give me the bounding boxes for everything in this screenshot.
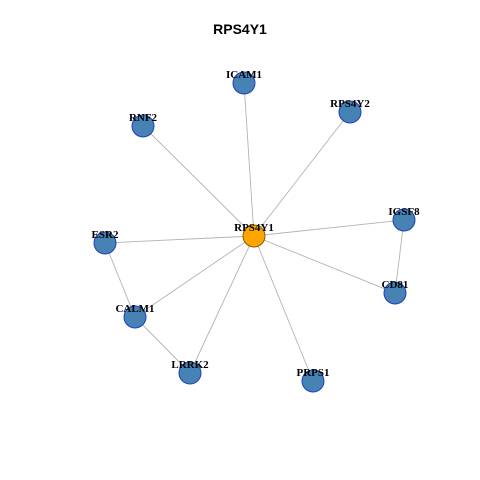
edge-rps4y1-calm1 (134, 235, 255, 318)
edge-rps4y1-igsf8 (253, 219, 405, 237)
edge-calm1-lrrk2 (134, 316, 191, 374)
node-circle (242, 224, 266, 248)
node-circle (232, 71, 256, 95)
node-label: RPS4Y2 (330, 98, 370, 110)
node-icam1: ICAM1 (226, 69, 262, 95)
edge-rps4y1-cd81 (253, 235, 396, 294)
node-cd81: CD81 (382, 279, 409, 305)
node-label: CD81 (382, 279, 409, 291)
node-circle (123, 305, 147, 329)
edge-rps4y1-rps4y2 (253, 111, 351, 237)
node-circle (392, 208, 416, 232)
node-rps4y1: RPS4Y1 (234, 222, 274, 248)
node-calm1: CALM1 (115, 303, 155, 329)
node-layer: RPS4Y1 ICAM1RPS4Y2RNF2IGSF8ESR2CD81CALM1L… (92, 69, 420, 393)
edge-rps4y1-prps1 (253, 235, 314, 382)
edge-layer (104, 82, 405, 382)
node-rps4y2: RPS4Y2 (330, 98, 370, 124)
edge-igsf8-cd81 (394, 219, 405, 294)
node-label: RPS4Y1 (234, 222, 274, 234)
node-esr2: ESR2 (92, 229, 119, 255)
node-label: PRPS1 (297, 367, 330, 379)
node-circle (93, 231, 117, 255)
node-label: ICAM1 (226, 69, 262, 81)
node-rnf2: RNF2 (129, 112, 158, 138)
node-label: IGSF8 (388, 206, 420, 218)
node-circle (301, 369, 325, 393)
edge-rps4y1-lrrk2 (189, 235, 255, 374)
node-igsf8: IGSF8 (388, 206, 420, 232)
node-circle (338, 100, 362, 124)
node-label: ESR2 (92, 229, 119, 241)
node-lrrk2: LRRK2 (171, 359, 209, 385)
edge-rps4y1-icam1 (243, 82, 255, 237)
node-label: RNF2 (129, 112, 158, 124)
diagram-title: RPS4Y1 (213, 21, 267, 37)
edge-rps4y1-esr2 (104, 235, 255, 244)
node-label: LRRK2 (171, 359, 209, 371)
node-label: CALM1 (115, 303, 154, 315)
node-circle (178, 361, 202, 385)
node-circle (383, 281, 407, 305)
node-prps1: PRPS1 (297, 367, 330, 393)
node-circle (131, 114, 155, 138)
edge-rps4y1-rnf2 (142, 125, 255, 237)
edge-esr2-calm1 (104, 242, 136, 318)
